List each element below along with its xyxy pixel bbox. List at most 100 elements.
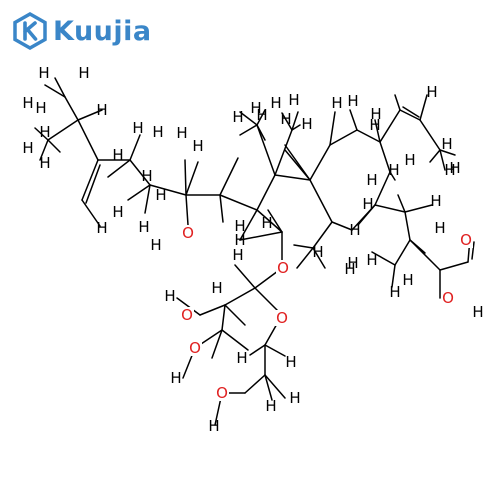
bond-line xyxy=(309,179,333,223)
hydrogen-atom-label: H xyxy=(96,101,107,119)
bond-line xyxy=(471,241,475,260)
bond-line xyxy=(221,304,226,331)
bond-line xyxy=(256,109,266,126)
bond-line xyxy=(149,184,187,196)
hydrogen-atom-label: H xyxy=(256,106,267,124)
bond-line xyxy=(293,244,314,249)
bond-line xyxy=(267,209,283,233)
bond-line xyxy=(309,144,331,181)
bond-line xyxy=(281,112,293,131)
bond-line xyxy=(409,239,441,271)
hydrogen-atom-label: H xyxy=(265,397,276,415)
hydrogen-atom-label: H xyxy=(78,64,89,82)
bond-line xyxy=(296,247,314,269)
bond-line xyxy=(47,119,79,141)
bond-line xyxy=(184,159,187,196)
bond-line xyxy=(291,111,299,131)
hydrogen-atom-label: H xyxy=(301,115,312,133)
bond-line xyxy=(329,129,358,146)
hexagon-k-logo-icon xyxy=(13,12,47,50)
hydrogen-atom-label: H xyxy=(236,349,247,367)
hydrogen-atom-label: H xyxy=(164,287,175,305)
bond-line xyxy=(244,374,266,394)
hydrogen-atom-label: H xyxy=(96,219,107,237)
bond-line xyxy=(419,119,441,151)
bond-line xyxy=(44,84,66,98)
hydrogen-atom-label: H xyxy=(285,353,296,371)
bond-line xyxy=(234,264,256,289)
bond-line xyxy=(54,77,66,98)
hydrogen-atom-label: H xyxy=(211,279,222,297)
bond-line xyxy=(256,174,276,211)
hydrogen-atom-label: H xyxy=(250,99,261,117)
hydrogen-atom-label: H xyxy=(234,231,245,249)
bond-line xyxy=(374,204,406,213)
bond-line xyxy=(129,159,151,186)
bond-line xyxy=(312,221,333,249)
hydrogen-atom-label: H xyxy=(39,123,50,141)
bond-line xyxy=(379,109,401,143)
bond-line xyxy=(39,139,49,161)
hydrogen-atom-label: H xyxy=(404,151,415,169)
bond-line xyxy=(185,194,189,226)
bond-line xyxy=(239,209,258,241)
hydrogen-atom-label: H xyxy=(22,94,33,112)
bond-line xyxy=(219,194,258,211)
hydrogen-atom-label: H xyxy=(362,195,373,213)
bond-line xyxy=(439,149,446,171)
oxygen-atom-label: O xyxy=(216,384,228,402)
hydrogen-atom-label: H xyxy=(280,110,291,128)
bond-line xyxy=(77,119,99,161)
oxygen-atom-label: O xyxy=(277,259,289,277)
bond-line xyxy=(129,134,141,161)
hydrogen-atom-label: H xyxy=(389,283,400,301)
bond-line xyxy=(439,261,469,271)
bond-line xyxy=(199,304,226,316)
hydrogen-atom-label: H xyxy=(288,91,299,109)
bond-line xyxy=(256,124,266,141)
bond-line xyxy=(402,106,420,118)
bond-line xyxy=(404,204,433,213)
hydrogen-atom-label: H xyxy=(39,154,50,172)
hydrogen-atom-label: H xyxy=(369,116,380,134)
bond-line xyxy=(264,374,273,401)
bond-line xyxy=(371,251,396,266)
bond-line xyxy=(429,149,441,163)
oxygen-atom-label: O xyxy=(181,306,193,324)
hydrogen-atom-label: H xyxy=(208,417,219,435)
bond-line xyxy=(256,209,283,233)
hydrogen-atom-label: H xyxy=(234,217,245,235)
oxygen-atom-label: O xyxy=(182,224,194,242)
bond-line xyxy=(264,374,286,399)
bond-line xyxy=(224,304,246,326)
bond-line xyxy=(211,329,223,359)
hydrogen-atom-label: H xyxy=(349,221,360,239)
hydrogen-atom-label: H xyxy=(331,94,342,112)
hydrogen-atom-label: H xyxy=(152,123,163,141)
hydrogen-atom-label: H xyxy=(434,219,445,237)
bond-line xyxy=(81,199,101,227)
oxygen-label-background xyxy=(215,385,229,401)
bond-line xyxy=(224,287,256,306)
hydrogen-atom-label: H xyxy=(441,135,452,153)
oxygen-atom-label: O xyxy=(460,231,472,249)
bond-line xyxy=(239,231,283,241)
oxygen-atom-label: O xyxy=(276,309,288,327)
bond-line xyxy=(284,144,311,181)
bond-line xyxy=(394,94,401,111)
bond-line xyxy=(249,344,266,356)
brand-name: Kuujia xyxy=(53,15,152,47)
bond-line xyxy=(394,239,411,266)
bond-line xyxy=(239,111,258,126)
hydrogen-atom-label: H xyxy=(472,303,483,321)
hydrogen-atom-label: H xyxy=(347,254,358,272)
hydrogen-atom-label: H xyxy=(289,389,300,407)
oxygen-label-background xyxy=(275,310,289,326)
hydrogen-atom-label: H xyxy=(22,139,33,157)
bond-line xyxy=(221,329,249,351)
hydrogen-atom-label: H xyxy=(112,203,123,221)
bond-line xyxy=(331,221,353,231)
bond-line xyxy=(274,174,311,181)
oxygen-label-background xyxy=(441,290,455,306)
